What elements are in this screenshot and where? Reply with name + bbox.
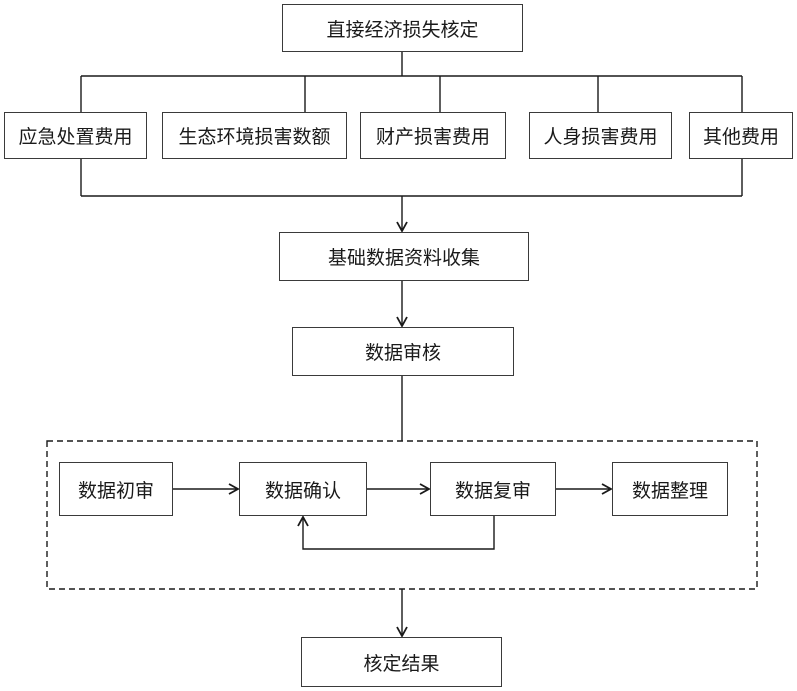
category-other: 其他费用 [689, 112, 793, 159]
data-review-box: 数据审核 [292, 327, 514, 376]
category-property: 财产损害费用 [360, 112, 506, 159]
step-re-review: 数据复审 [430, 462, 556, 516]
data-collection-box: 基础数据资料收集 [279, 232, 529, 281]
category-personal: 人身损害费用 [529, 112, 672, 159]
feedback-loop [297, 515, 495, 550]
step-organize: 数据整理 [612, 462, 728, 516]
step-confirmation: 数据确认 [239, 462, 367, 516]
result-box: 核定结果 [301, 637, 502, 687]
category-ecological: 生态环境损害数额 [162, 112, 347, 159]
category-emergency: 应急处置费用 [4, 112, 147, 159]
title-box: 直接经济损失核定 [282, 4, 523, 52]
step-initial-review: 数据初审 [59, 462, 173, 516]
